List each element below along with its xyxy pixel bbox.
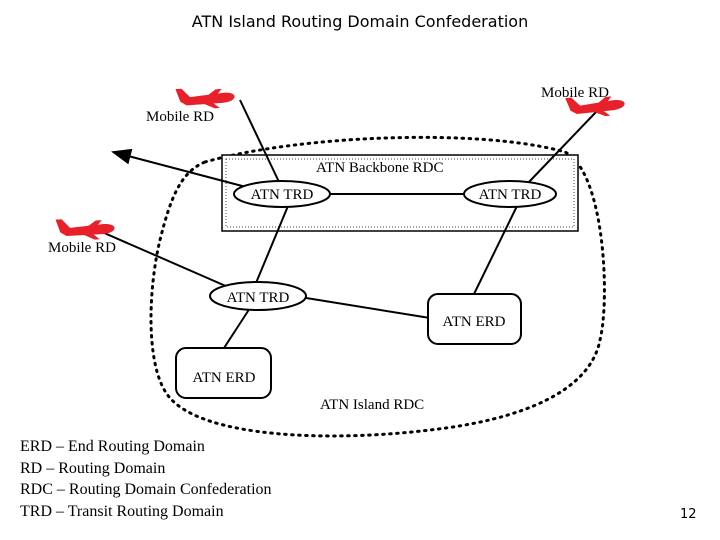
node-trd-island-label: ATN TRD bbox=[227, 290, 290, 306]
link-trd-to-erd-right bbox=[299, 296, 431, 319]
airplane-icon bbox=[175, 85, 236, 112]
link-plane-right-to-trd bbox=[527, 111, 597, 184]
node-trd-backbone-right-label: ATN TRD bbox=[479, 187, 542, 203]
node-trd-backbone-right: ATN TRD bbox=[463, 180, 557, 208]
node-erd-left-label: ATN ERD bbox=[193, 370, 256, 386]
slide-title: ATN Island Routing Domain Confederation bbox=[191, 12, 529, 31]
page-number: 12 bbox=[680, 507, 697, 522]
link-trd-to-mobile-arrow bbox=[111, 148, 247, 188]
link-plane-top-to-trd bbox=[239, 99, 281, 185]
link-plane-left-to-island-trd bbox=[101, 231, 229, 288]
legend-item: ERD – End Routing Domain bbox=[20, 438, 205, 455]
node-erd-right: ATN ERD bbox=[427, 293, 522, 345]
island-rdc-label: ATN Island RDC bbox=[320, 397, 425, 413]
mobile-rd-label: Mobile RD bbox=[146, 109, 214, 125]
link-trd-to-erd-left bbox=[223, 307, 251, 349]
island-rdc-boundary bbox=[149, 135, 606, 438]
node-trd-backbone-left: ATN TRD bbox=[233, 180, 331, 208]
legend-item: RD – Routing Domain bbox=[20, 459, 166, 477]
node-erd-right-label: ATN ERD bbox=[443, 314, 506, 330]
backbone-rdc-label: ATN Backbone RDC bbox=[316, 160, 444, 176]
legend-item: RDC – Routing Domain Confederation bbox=[20, 481, 272, 498]
mobile-rd-label: Mobile RD bbox=[48, 240, 116, 256]
link-backbone-to-erd bbox=[473, 205, 518, 295]
node-trd-backbone-left-label: ATN TRD bbox=[251, 187, 314, 203]
mobile-rd-label: Mobile RD bbox=[541, 85, 609, 101]
legend: ERD – End Routing Domain RD – Routing Do… bbox=[20, 436, 272, 522]
node-trd-island: ATN TRD bbox=[209, 281, 307, 311]
node-erd-left: ATN ERD bbox=[175, 347, 272, 399]
legend-item: TRD – Transit Routing Domain bbox=[20, 502, 224, 520]
link-backbone-to-island-trd bbox=[255, 205, 289, 284]
airplane-icon bbox=[55, 216, 116, 242]
